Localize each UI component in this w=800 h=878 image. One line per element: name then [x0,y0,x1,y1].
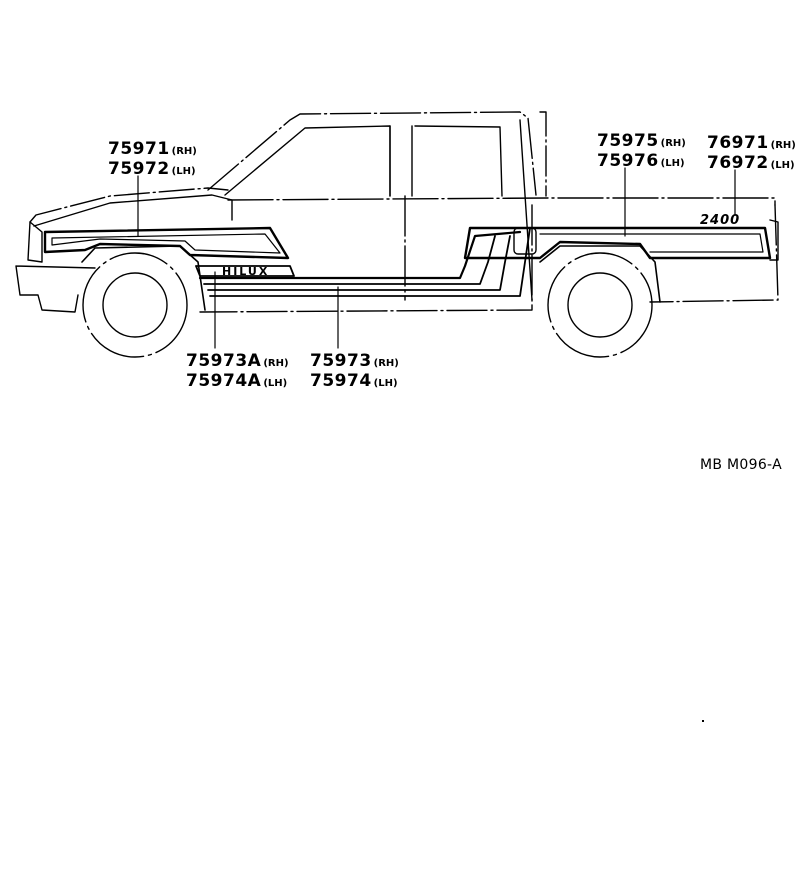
part-number: 76971 [707,133,769,153]
reference-code: MB M096-A [700,457,782,473]
rear-wheel [539,245,661,358]
part-number: 75972 [108,159,170,179]
side-label: (LH) [660,158,685,169]
side-label: (LH) [171,166,196,177]
part-number: 75974A [186,371,262,391]
bed-outline [199,195,779,313]
rear-stripe-graphic [463,226,772,260]
hilux-stripe-graphic [195,227,531,297]
callout-emblem-2400: 76971(RH) 76972(LH) [707,134,796,174]
callout-rocker-stripe: 75973(RH) 75974(LH) [310,352,399,392]
part-number: 75973 [310,351,372,371]
callout-rear-stripe: 75975(RH) 75976(LH) [597,132,686,172]
hood-front [15,187,776,313]
side-label: (RH) [770,140,796,151]
front-stripe-graphic [43,226,290,260]
side-label: (RH) [171,146,197,157]
side-label: (LH) [373,378,398,389]
cab-outline [207,111,547,301]
callout-hilux-stripe: 75973A(RH) 75974A(LH) [186,352,289,392]
part-number: 75976 [597,151,659,171]
emblem-2400-badge: 2400 [700,213,740,228]
side-label: (RH) [373,358,399,369]
side-label: (LH) [770,160,795,171]
stray-mark [702,720,704,722]
hilux-badge: HILUX [222,265,269,278]
part-number: 75971 [108,139,170,159]
side-label: (RH) [263,358,289,369]
side-label: (LH) [263,378,288,389]
part-number: 75974 [310,371,372,391]
part-number: 75973A [186,351,262,371]
part-number: 76972 [707,153,769,173]
callout-front-stripe: 75971(RH) 75972(LH) [108,140,197,180]
part-number: 75975 [597,131,659,151]
side-label: (RH) [660,138,686,149]
leader-lines [137,167,736,349]
front-wheel [81,245,206,358]
